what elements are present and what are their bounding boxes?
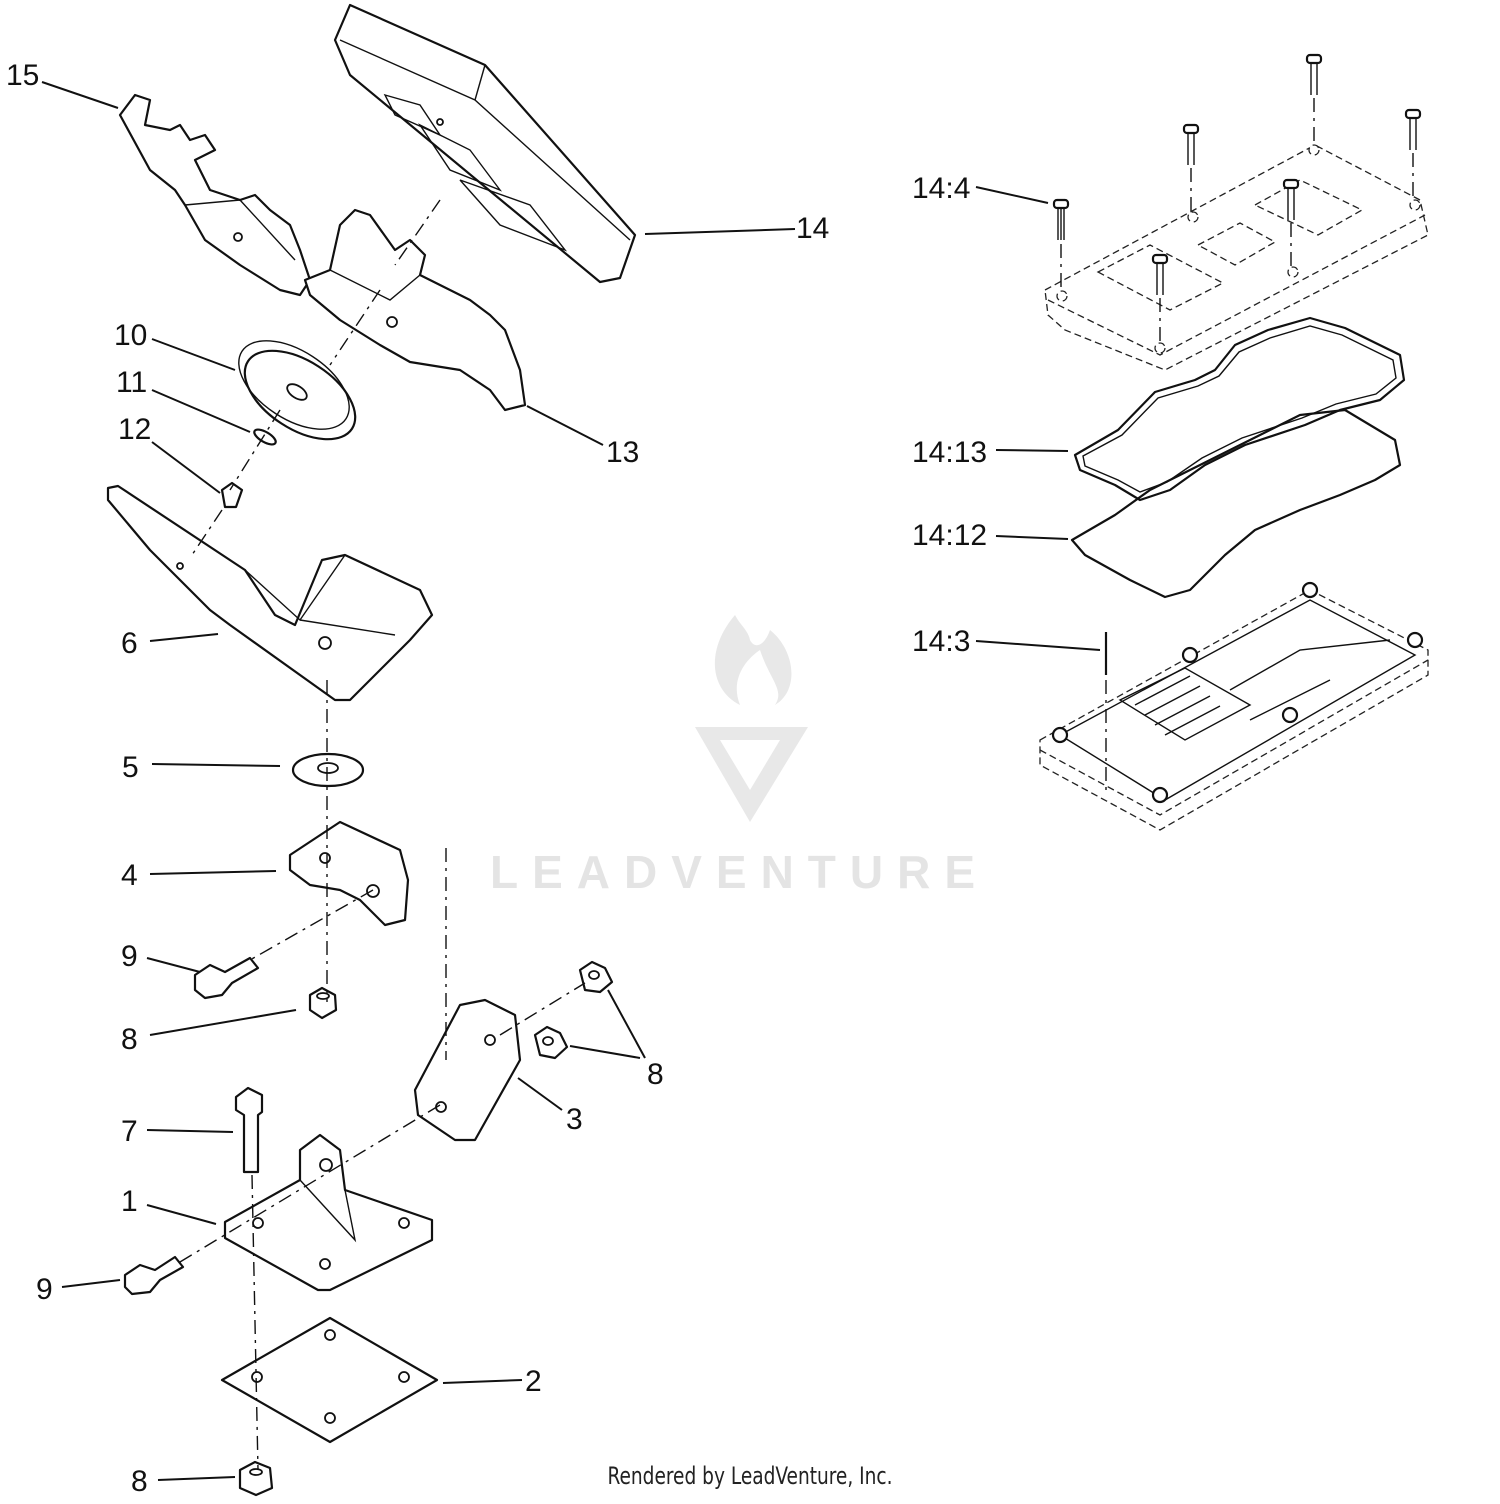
hex-bolt-7-part [234,1086,264,1174]
callout-labels: 15 14 10 11 12 13 6 5 4 9 8 8 7 3 1 9 2 … [6,59,987,1498]
callout-7: 7 [121,1115,138,1148]
callout-9-lower: 9 [36,1273,53,1306]
callout-1: 1 [121,1185,138,1218]
cover-screws-part [1052,53,1422,343]
callout-8-upper: 8 [121,1023,138,1056]
flange-nut-8d-part [238,1460,274,1497]
callout-8-lower: 8 [131,1465,148,1498]
callout-12: 12 [118,413,151,446]
callout-8-right: 8 [647,1058,664,1091]
flange-nut-8b-part [578,960,614,994]
callout-2: 2 [525,1365,542,1398]
callout-14-13: 14:13 [912,436,987,469]
mounting-clip-part [118,93,312,297]
callout-14-12: 14:12 [912,519,987,552]
callout-10: 10 [114,319,147,352]
magnet-disc-part [238,340,357,441]
callout-11: 11 [116,366,147,399]
backing-plate-2-part [220,1316,439,1444]
callout-6: 6 [121,627,138,660]
remote-transmitter-part [333,3,637,284]
pivot-plate-3-part [413,998,522,1142]
watermark-text: LEADVENTURE [490,846,989,898]
assembly-center-lines [174,199,586,1471]
angle-bracket-6-part [106,484,434,702]
gasket-14-12-part [1070,408,1402,599]
washer-11-part [253,428,277,446]
screw-12-part [220,481,244,509]
callout-13: 13 [606,436,639,469]
callout-14: 14 [796,212,829,245]
callout-3: 3 [566,1103,583,1136]
flange-bolt-9b-part [123,1255,185,1296]
callout-5: 5 [122,751,139,784]
leadventure-watermark-logo: LEADVENTURE [490,615,989,898]
rendered-by-footer: Rendered by LeadVenture, Inc. [607,1462,893,1490]
callout-14-4: 14:4 [912,172,970,205]
flange-nut-8c-part [533,1025,569,1060]
gasket-14-13-part [1073,316,1406,502]
callout-14-3: 14:3 [912,625,970,658]
callout-9-upper: 9 [121,940,138,973]
flat-washer-5-part [291,752,365,788]
callout-4: 4 [121,859,138,892]
remote-base-housing-part [1039,581,1429,831]
l-bracket-4-part [288,820,410,927]
flange-nut-8a-part [308,986,338,1020]
remote-cover-part [1044,144,1429,371]
callout-15: 15 [6,59,39,92]
leader-lines [41,81,1101,1481]
flange-bolt-9a-part [193,956,260,1000]
holder-bracket-part [303,208,527,412]
base-plate-1-part [223,1133,434,1292]
